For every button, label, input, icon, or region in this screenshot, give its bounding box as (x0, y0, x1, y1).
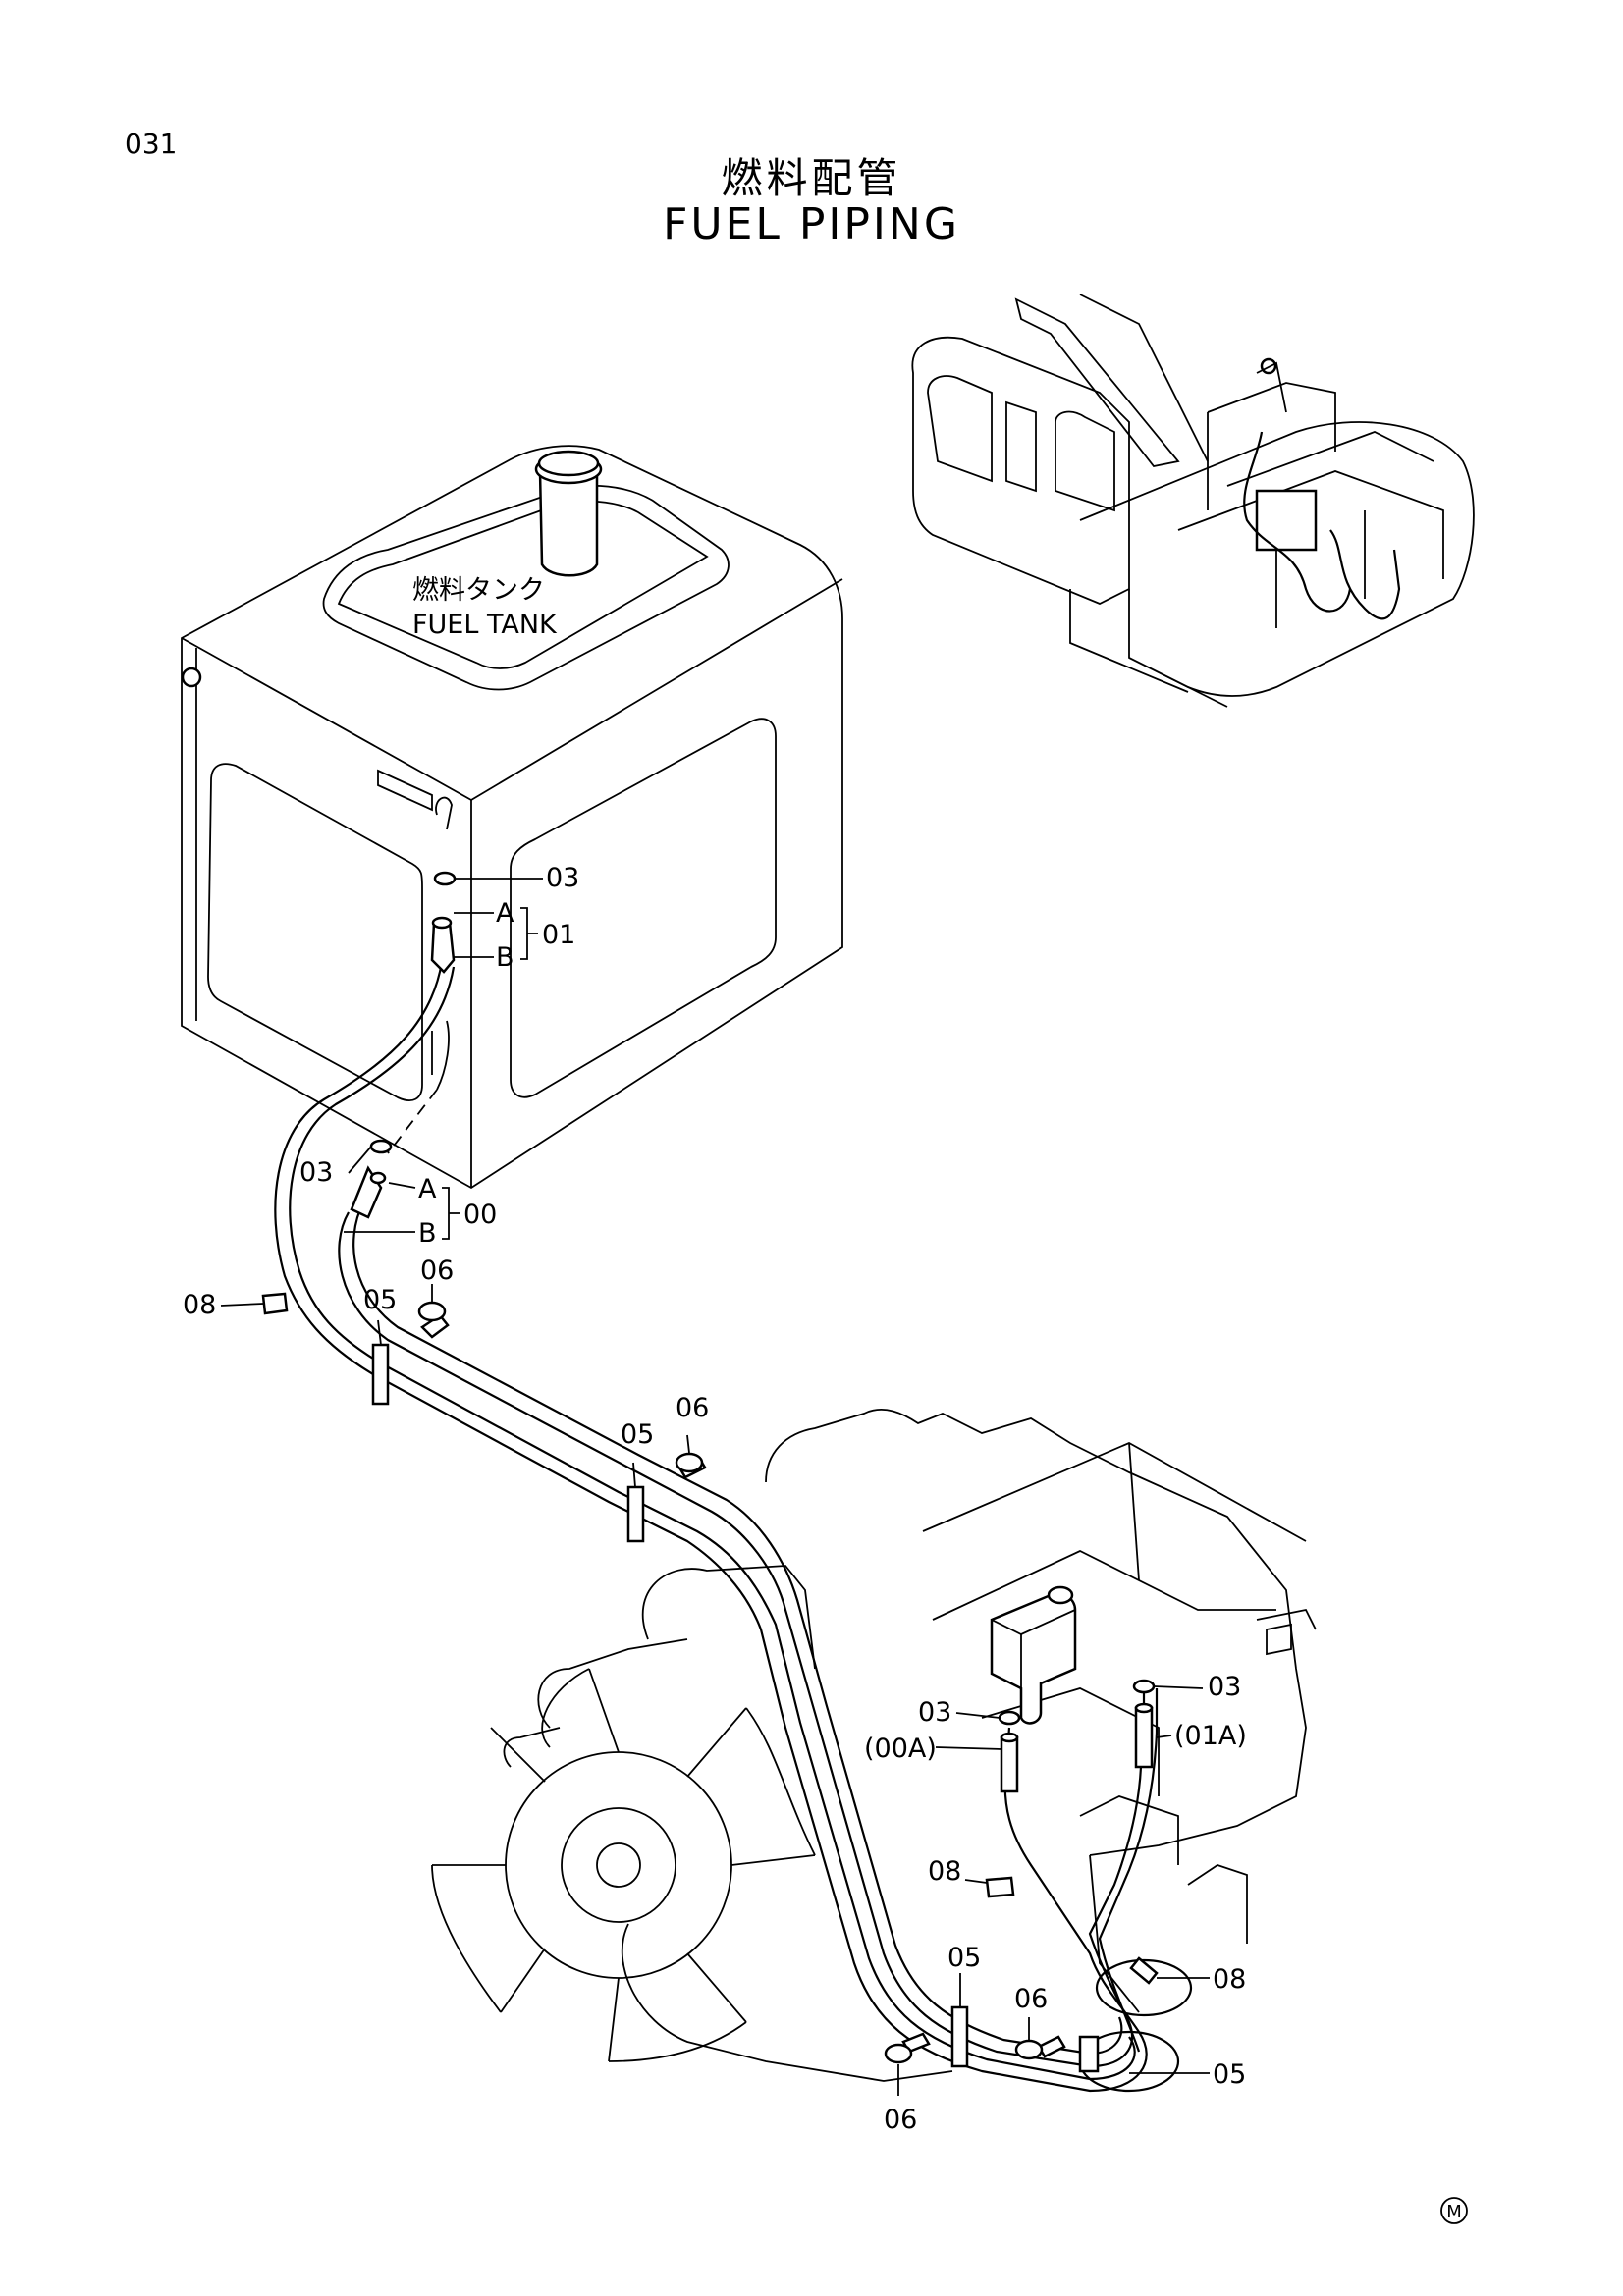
fuel-tank-label-jp: 燃料タンク (412, 575, 545, 606)
callout-00: 00 (463, 1200, 497, 1230)
clip-bottom (950, 2005, 969, 2068)
callout-06-bottom-right: 06 (1014, 1984, 1048, 2014)
callout-06-bottom-left: 06 (884, 2105, 917, 2135)
callout-08-left: 08 (183, 1290, 216, 1320)
page-number: 031 (125, 128, 178, 160)
callout-leader-lines (220, 878, 1210, 2096)
footer-mark: M (1440, 2197, 1468, 2224)
page-title-jp: 燃料配管 (721, 154, 902, 202)
excavator-overview-illustration (911, 294, 1475, 708)
footer-mark-letter: M (1446, 2202, 1462, 2222)
engine-illustration (431, 1409, 1317, 2082)
page-title-en: FUEL PIPING (663, 199, 960, 249)
clip-bottom-right (1078, 2035, 1100, 2073)
callout-06-middle: 06 (676, 1393, 709, 1423)
callout-01a: (01A) (1174, 1721, 1247, 1751)
callout-03-filter-right: 03 (1208, 1672, 1241, 1702)
callout-08-right-upper: 08 (928, 1856, 961, 1887)
fuel-tank-label-en: FUEL TANK (412, 610, 558, 640)
callout-05-bottom-right: 05 (1213, 2059, 1246, 2090)
fuel-filter-illustration (990, 1585, 1077, 1725)
callout-a-top: A (496, 898, 514, 929)
callout-a-lower: A (418, 1174, 437, 1204)
callout-03-tank: 03 (546, 863, 579, 893)
clamp-right-upper (985, 1876, 1015, 1898)
callout-b-lower: B (418, 1218, 437, 1249)
washer-lower-hose (369, 1139, 393, 1154)
callout-05-middle: 05 (621, 1419, 654, 1450)
callout-03-lower: 03 (299, 1157, 333, 1188)
callout-01: 01 (542, 920, 575, 950)
fuel-hoses (274, 916, 1193, 2093)
callout-08-right-lower: 08 (1213, 1964, 1246, 1995)
washer-filter-left (998, 1710, 1021, 1726)
callout-b-top: B (496, 942, 514, 973)
labels: 燃料タンク FUEL TANK 03 A B 01 03 A B 00 08 0… (183, 575, 1247, 2135)
callout-00a: (00A) (864, 1734, 937, 1764)
callout-06-upper: 06 (420, 1255, 454, 1286)
hardware-parts (261, 871, 1159, 2073)
washer-tank (433, 871, 457, 886)
clip-middle (626, 1485, 645, 1543)
clip-upper (371, 1343, 390, 1406)
clamp-right-lower (1129, 1956, 1159, 1985)
bolt-bottom-right (1037, 2035, 1066, 2058)
callout-03-filter-left: 03 (918, 1697, 951, 1728)
washer-filter-right (1132, 1679, 1156, 1694)
clamp-left (261, 1292, 289, 1315)
callout-05-upper: 05 (363, 1285, 397, 1315)
callout-05-bottom: 05 (947, 1943, 981, 1973)
fuel-tank-illustration (181, 445, 843, 1190)
